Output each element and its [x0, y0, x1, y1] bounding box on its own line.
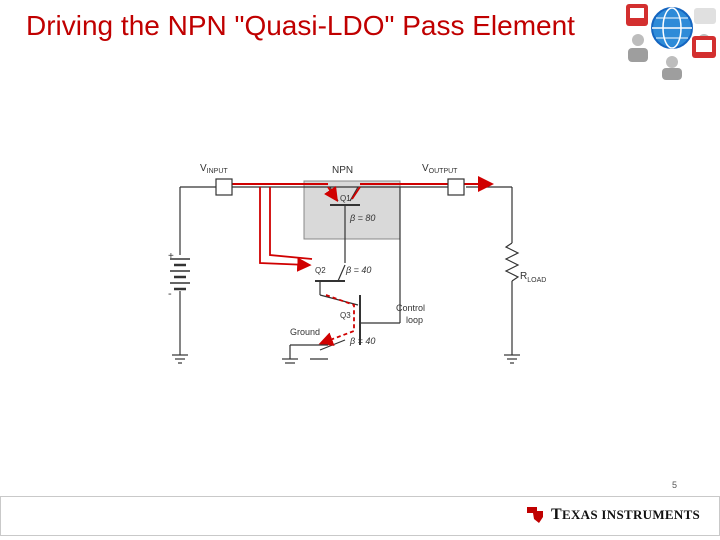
current-path-base-outer [259, 187, 312, 272]
input-terminal [215, 178, 233, 196]
q2-label: Q2 [315, 266, 326, 275]
control-loop-label-2: loop [406, 315, 423, 325]
footer-bar: TEXAS INSTRUMENTS [0, 496, 720, 536]
v-output-label: VOUTPUT [422, 163, 458, 175]
quasi-ldo-circuit-diagram: + - [168, 163, 546, 364]
npn-label: NPN [332, 165, 353, 176]
ti-state-icon [527, 507, 543, 523]
ground-symbol-center [282, 358, 298, 364]
ground-label: Ground [290, 327, 320, 337]
current-path-q3 [318, 294, 355, 346]
control-loop-label-1: Control [396, 303, 425, 313]
beta2-label: β = 40 [345, 265, 371, 275]
battery-plus: + [168, 251, 174, 262]
battery-icon [170, 258, 190, 291]
ground-symbol-left [172, 354, 188, 364]
load-resistor-label: RLOAD [520, 271, 546, 284]
output-terminal [447, 178, 465, 196]
page-number: 5 [672, 480, 678, 490]
beta1-label: β = 80 [349, 213, 375, 223]
q1-transistor [324, 186, 361, 245]
ground-symbol-right [504, 354, 520, 364]
load-resistor-icon [504, 242, 520, 282]
beta3-label: β = 40 [349, 336, 375, 346]
q1-label: Q1 [340, 194, 351, 203]
v-input-label: VINPUT [200, 163, 228, 175]
current-path-base-inner [269, 187, 313, 260]
slide-title: Driving the NPN "Quasi-LDO" Pass Element [26, 10, 575, 41]
q3-label: Q3 [340, 311, 351, 320]
q2-transistor [315, 245, 346, 295]
collage-icon [626, 4, 716, 80]
battery-minus: - [168, 288, 172, 300]
brand-texas: TEXAS INSTRUMENTS [551, 506, 701, 523]
ti-logo: TEXAS INSTRUMENTS [525, 505, 700, 525]
npn-box [303, 180, 401, 240]
